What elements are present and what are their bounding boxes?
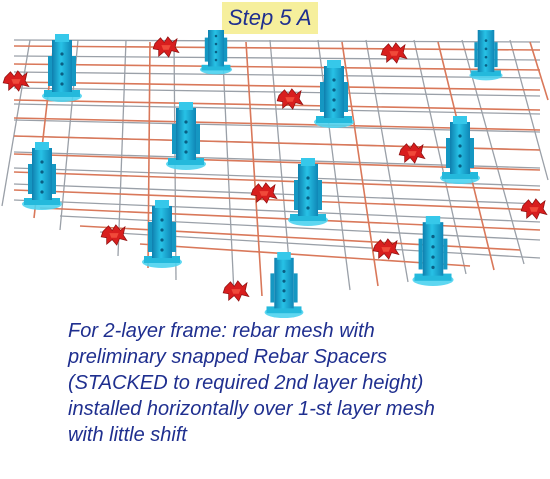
stacked-rebar-spacer-icon — [200, 30, 232, 75]
stacked-rebar-spacer-icon — [166, 102, 206, 170]
stacked-rebar-spacer-icon — [288, 158, 328, 226]
red-rebar-chair-icon — [520, 198, 548, 220]
caption-line-2: preliminary snapped Rebar Spacers — [68, 346, 388, 368]
red-rebar-chair-icon — [222, 280, 250, 302]
caption-line-1: For 2-layer frame: rebar mesh with — [68, 320, 375, 342]
caption-line-3: (STACKED to required 2nd layer height) — [68, 372, 424, 394]
red-rebar-chair-icon — [380, 42, 408, 64]
stacked-rebar-spacer-icon — [42, 34, 82, 102]
step-title: Step 5 A — [222, 2, 318, 34]
caption-line-4: installed horizontally over 1-st layer m… — [68, 398, 435, 420]
stacked-rebar-spacer-icon — [440, 116, 480, 184]
diagram-caption: For 2-layer frame: rebar mesh with preli… — [68, 318, 538, 448]
stacked-rebar-spacer-icon — [264, 252, 304, 319]
rebar-mesh-illustration — [1, 30, 549, 319]
stacked-rebar-spacer-icon — [314, 60, 354, 128]
stacked-rebar-spacer-icon — [469, 30, 503, 81]
caption-line-5: with little shift — [68, 424, 187, 446]
